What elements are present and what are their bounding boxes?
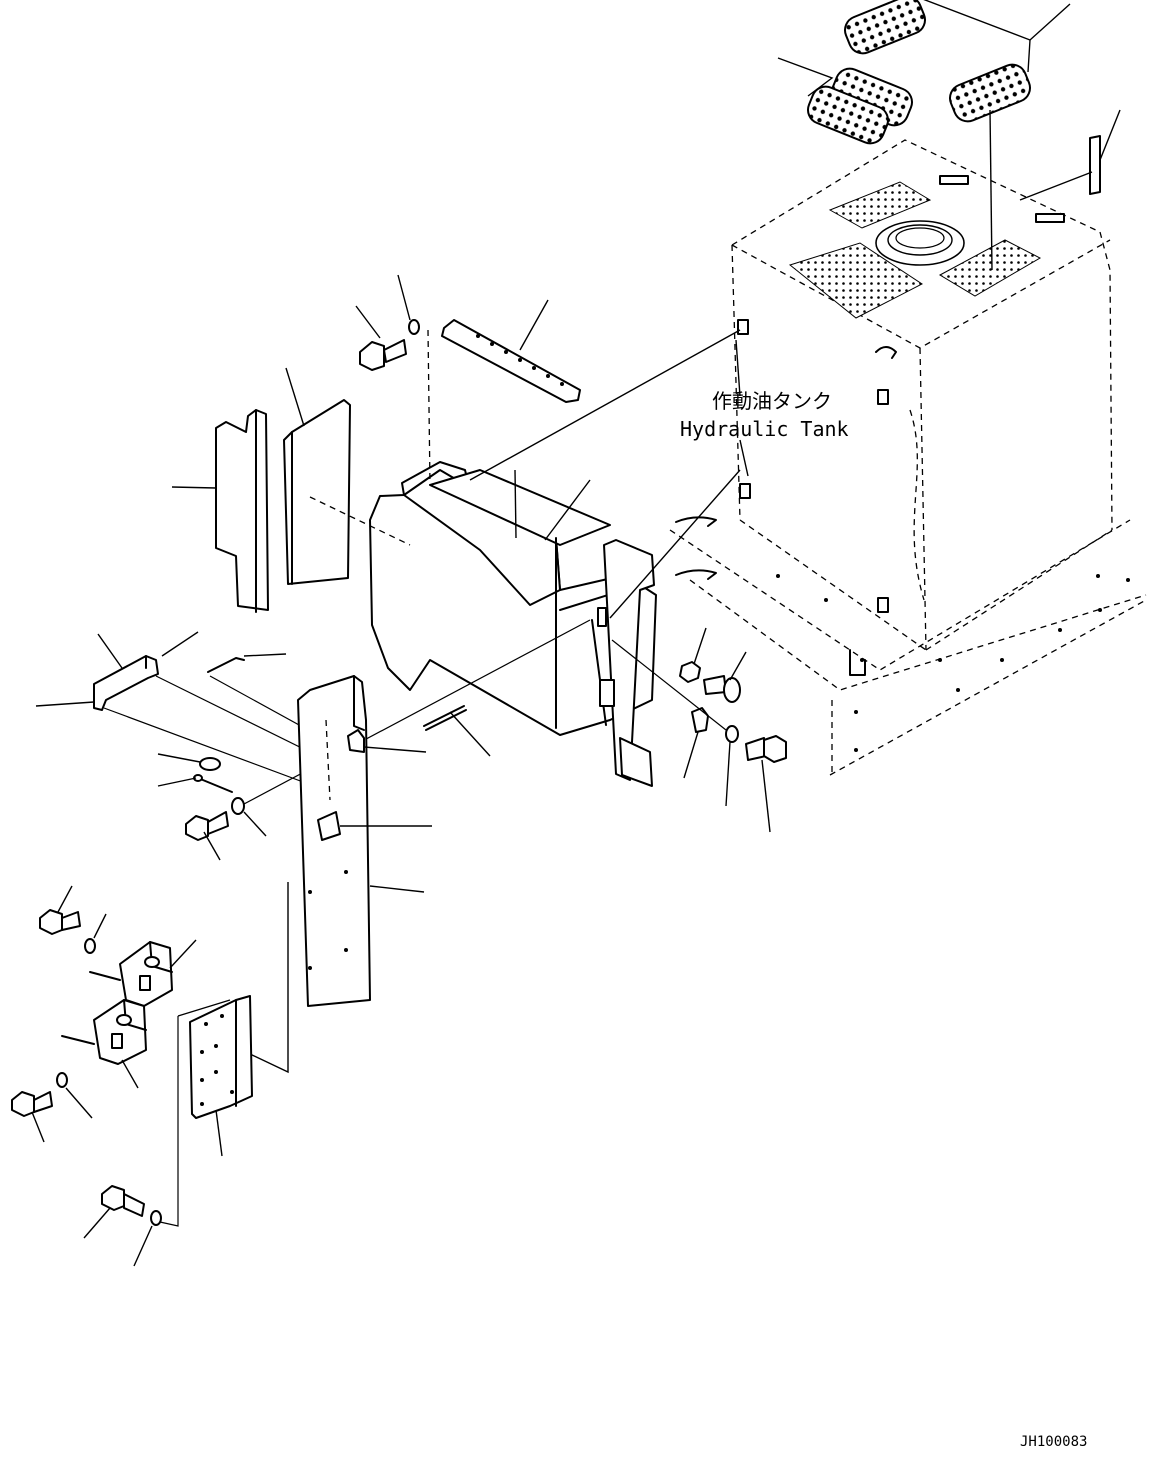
handle bbox=[35, 631, 331, 793]
hinge-block-upper bbox=[89, 939, 197, 1007]
hinge-block-lower bbox=[61, 999, 147, 1089]
hinge-bracket bbox=[159, 995, 253, 1227]
weather-strip bbox=[423, 705, 491, 757]
mounting-strap bbox=[441, 299, 581, 403]
toolbox-body bbox=[369, 329, 741, 787]
foam-pads bbox=[171, 367, 411, 613]
seal-strip bbox=[1019, 109, 1121, 201]
bolt-top bbox=[355, 274, 431, 486]
bolt-right-upper bbox=[703, 651, 747, 703]
bolt-bottom bbox=[83, 1185, 162, 1267]
washer-left bbox=[157, 753, 233, 793]
bolt-hinge-upper bbox=[39, 885, 107, 954]
hydraulic-tank bbox=[669, 139, 1147, 776]
bolt-hinge-lower bbox=[11, 1072, 93, 1143]
nut-right bbox=[679, 627, 707, 683]
hydraulic-tank-label-jp: 作動油タンク bbox=[712, 389, 832, 413]
bolt-right-lower bbox=[611, 639, 787, 833]
striker-plate bbox=[683, 707, 709, 779]
door-panel bbox=[249, 675, 432, 1074]
hydraulic-tank-label-en: Hydraulic Tank bbox=[680, 417, 849, 441]
perforated-step-plates bbox=[777, 0, 1071, 271]
drawing-code: JH100083 bbox=[1020, 1434, 1087, 1450]
